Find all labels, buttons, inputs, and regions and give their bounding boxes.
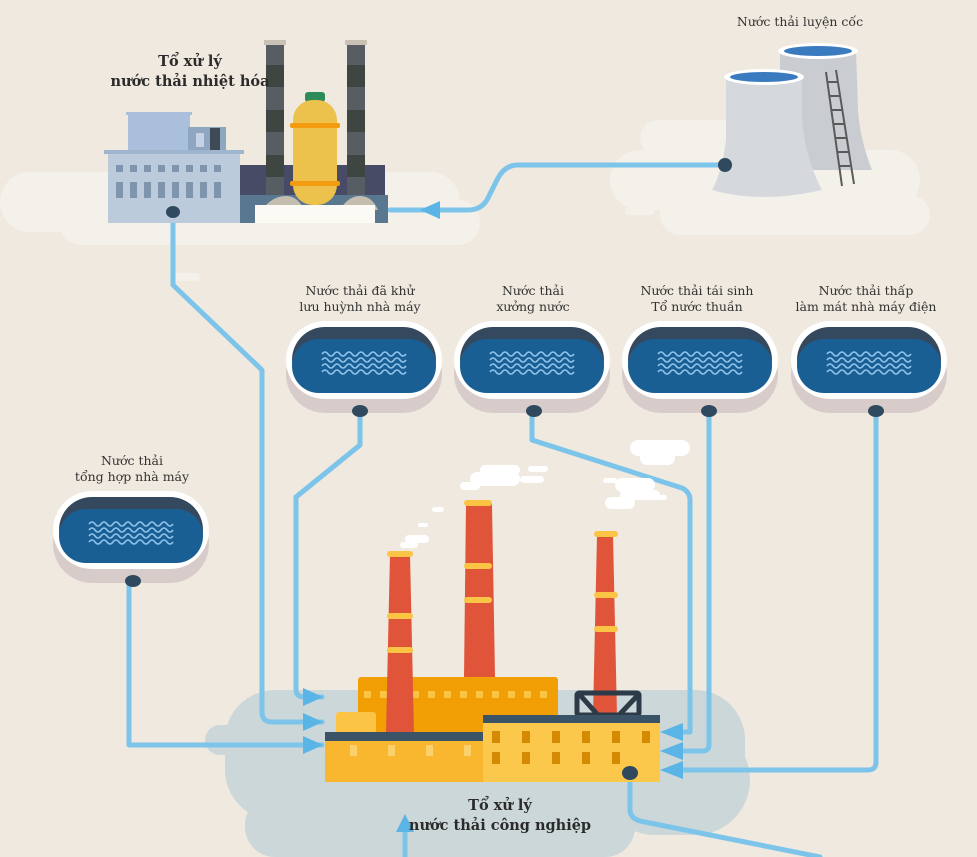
flow-arrows xyxy=(303,201,683,832)
arrow-bottom-icon xyxy=(396,814,414,832)
ladder xyxy=(825,69,855,187)
pipe-regeneration-to-plant xyxy=(667,407,712,754)
pipe-plant-outlet xyxy=(627,770,823,857)
tank-desulfurization xyxy=(286,321,442,417)
tank-outlet xyxy=(701,405,717,417)
arrow-plant-1-icon xyxy=(303,688,323,706)
arrow-plant-3-icon xyxy=(303,736,323,754)
pipe-desulf-to-plant xyxy=(293,407,363,700)
water-waves-icon xyxy=(489,351,575,375)
coking-cooling-towers xyxy=(712,43,872,197)
smoke xyxy=(400,440,690,548)
tank-outlet xyxy=(352,405,368,417)
water-waves-icon xyxy=(321,351,407,375)
arrow-plant-5-icon xyxy=(660,742,683,760)
tanks xyxy=(53,321,947,587)
label-chemical-plant: Tổ xử lý nước thải nhiệt hóa xyxy=(110,53,270,90)
tank-outlet xyxy=(526,405,542,417)
arrow-into-chemical-icon xyxy=(420,201,440,219)
label-coking: Nước thải luyện cốc xyxy=(736,14,864,29)
chemical-treatment-plant xyxy=(104,40,388,223)
label-desulfurization: Nước thải đã khử lưu huỳnh nhà máy xyxy=(299,283,421,314)
arrow-plant-4-icon xyxy=(660,723,683,741)
tank-regeneration xyxy=(622,321,778,417)
pipe-general-to-plant xyxy=(126,579,325,748)
coking-outlet xyxy=(718,158,732,172)
tank-outlet xyxy=(125,575,141,587)
roof-truss xyxy=(574,690,642,718)
tank-general xyxy=(53,491,209,587)
tank-outlet xyxy=(868,405,884,417)
label-cooling: Nước thải thấp làm mát nhà máy điện xyxy=(795,283,937,314)
pipe-workshop-to-plant xyxy=(529,407,693,735)
label-regeneration: Nước thải tái sinh Tổ nước thuần xyxy=(640,283,754,314)
pipe-coking-to-chemical xyxy=(387,162,727,213)
industrial-treatment-plant xyxy=(325,500,660,782)
chemical-plant-outlet xyxy=(166,206,180,218)
label-workshop: Nước thải xưởng nước xyxy=(496,283,570,314)
label-general: Nước thải tổng hợp nhà máy xyxy=(74,453,190,484)
tank-cooling xyxy=(791,321,947,417)
industrial-plant-outlet xyxy=(622,766,638,780)
water-waves-icon xyxy=(657,351,743,375)
arrow-plant-2-icon xyxy=(303,713,323,731)
water-waves-icon xyxy=(826,351,912,375)
tank-workshop xyxy=(454,321,610,417)
label-industrial-plant: Tổ xử lý nước thải công nghiệp xyxy=(408,797,592,834)
arrow-plant-6-icon xyxy=(660,761,683,779)
water-waves-icon xyxy=(88,521,174,545)
pipe-chemical-to-plant xyxy=(170,209,325,725)
pipe-cooling-to-plant xyxy=(667,407,879,773)
